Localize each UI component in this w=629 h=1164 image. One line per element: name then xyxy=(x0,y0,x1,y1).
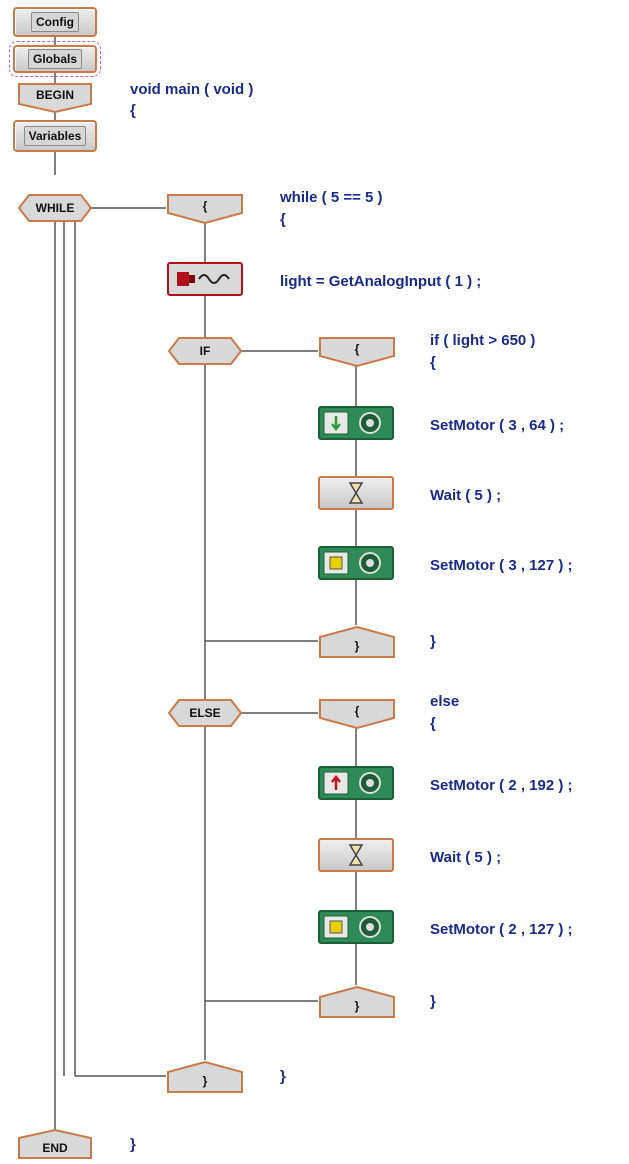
main-close-code: } xyxy=(130,1136,136,1153)
config-label: Config xyxy=(31,12,79,32)
else-open-brace-block[interactable]: { xyxy=(318,698,396,730)
while-close-brace-label: } xyxy=(203,1074,208,1088)
end-block[interactable]: END xyxy=(17,1128,93,1160)
else-setmotor-reverse-block[interactable] xyxy=(318,766,394,800)
while-open-brace-block[interactable]: { xyxy=(166,193,244,225)
if-close-brace-label: } xyxy=(355,639,360,653)
begin-label: BEGIN xyxy=(36,88,74,102)
else-close-code: } xyxy=(430,993,436,1010)
else-setmotor-2-code: SetMotor ( 2 , 127 ) ; xyxy=(430,921,573,938)
hourglass-icon xyxy=(348,482,364,504)
begin-block[interactable]: BEGIN xyxy=(17,82,93,114)
if-setmotor-stop-block[interactable] xyxy=(318,546,394,580)
analog-input-sensor-icon xyxy=(177,272,230,286)
while-close-code: } xyxy=(280,1068,286,1085)
if-open-code: { xyxy=(430,354,436,371)
else-open-code: { xyxy=(430,715,436,732)
motor-up-arrow-icon xyxy=(323,771,381,795)
if-label: IF xyxy=(200,344,211,358)
end-label: END xyxy=(42,1141,68,1155)
if-wait-block[interactable] xyxy=(318,476,394,510)
motor-down-arrow-icon xyxy=(323,411,381,435)
while-block[interactable]: WHILE xyxy=(17,193,93,223)
else-wait-code: Wait ( 5 ) ; xyxy=(430,849,502,866)
if-open-brace-label: { xyxy=(355,342,360,356)
if-wait-code: Wait ( 5 ) ; xyxy=(430,487,502,504)
else-label: ELSE xyxy=(189,706,220,720)
else-setmotor-stop-block[interactable] xyxy=(318,910,394,944)
if-open-brace-block[interactable]: { xyxy=(318,336,396,368)
else-wait-block[interactable] xyxy=(318,838,394,872)
while-label: WHILE xyxy=(36,201,75,215)
light-assignment-code: light = GetAnalogInput ( 1 ) ; xyxy=(280,273,482,290)
if-condition-code: if ( light > 650 ) xyxy=(430,332,536,349)
else-close-brace-block[interactable]: } xyxy=(318,985,396,1019)
motor-stop-icon xyxy=(323,551,381,575)
main-signature-code: void main ( void ) xyxy=(130,81,254,98)
else-keyword-code: else xyxy=(430,693,460,710)
if-setmotor-1-code: SetMotor ( 3 , 64 ) ; xyxy=(430,417,565,434)
else-close-brace-label: } xyxy=(355,999,360,1013)
else-setmotor-1-code: SetMotor ( 2 , 192 ) ; xyxy=(430,777,573,794)
variables-button[interactable]: Variables xyxy=(13,120,97,152)
if-setmotor-2-code: SetMotor ( 3 , 127 ) ; xyxy=(430,557,573,574)
motor-stop-icon xyxy=(323,915,381,939)
globals-button[interactable]: Globals xyxy=(9,41,101,77)
while-open-code: { xyxy=(280,211,286,228)
main-open-brace: { xyxy=(130,102,136,119)
while-open-brace-label: { xyxy=(203,199,208,213)
if-block[interactable]: IF xyxy=(167,336,243,366)
globals-label: Globals xyxy=(27,49,82,69)
while-close-brace-block[interactable]: } xyxy=(166,1060,244,1094)
variables-label: Variables xyxy=(23,126,87,146)
else-block[interactable]: ELSE xyxy=(167,698,243,728)
if-close-brace-block[interactable]: } xyxy=(318,625,396,659)
else-open-brace-label: { xyxy=(355,704,360,718)
config-button[interactable]: Config xyxy=(13,7,97,37)
if-close-code: } xyxy=(430,633,436,650)
if-setmotor-forward-block[interactable] xyxy=(318,406,394,440)
hourglass-icon xyxy=(348,844,364,866)
analog-input-block[interactable] xyxy=(167,262,243,296)
while-condition-code: while ( 5 == 5 ) xyxy=(280,189,383,206)
